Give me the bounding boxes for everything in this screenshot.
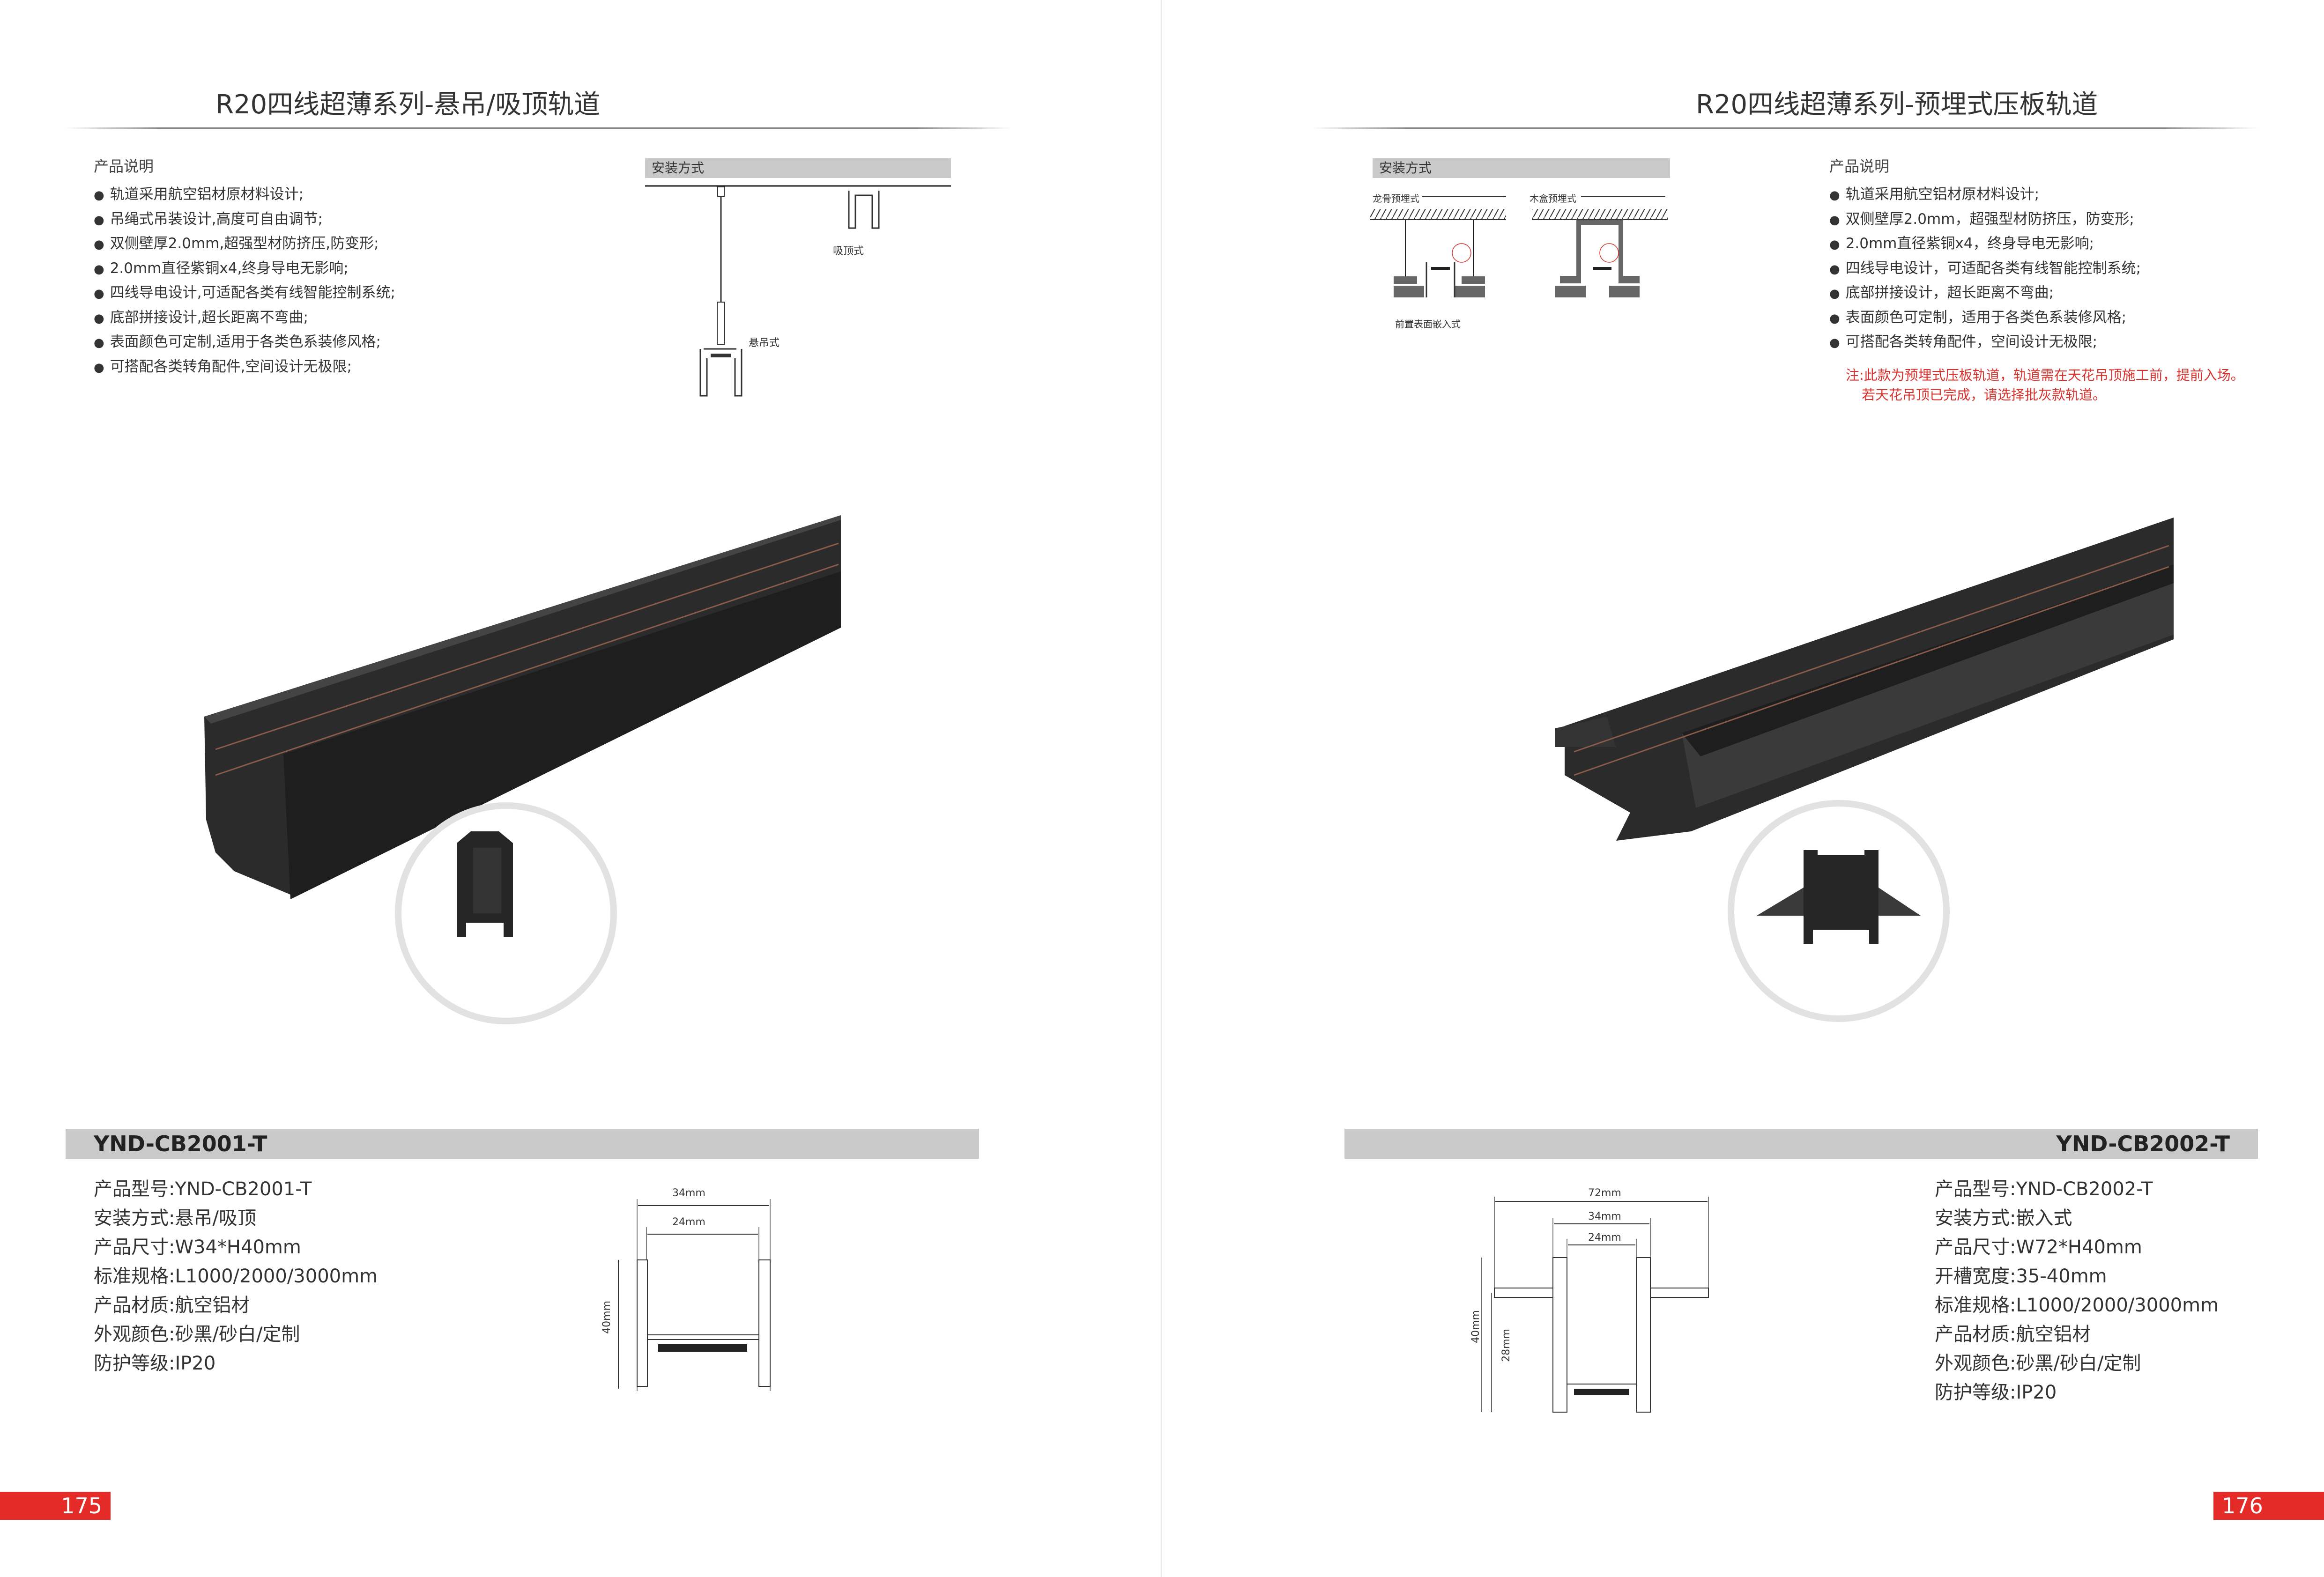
dim-width: 34mm xyxy=(1588,1211,1621,1222)
desc-item: 吊绳式吊装设计,高度可自由调节; xyxy=(94,207,395,232)
desc-item: 2.0mm直径紫铜x4,终身导电无影响; xyxy=(94,257,395,281)
dim-height: 40mm xyxy=(1470,1310,1482,1343)
desc-item: 轨道采用航空铝材原材料设计; xyxy=(94,183,395,207)
install-label-woodbox: 木盒预埋式 xyxy=(1530,193,1576,204)
desc-item: 轨道采用航空铝材原材料设计; xyxy=(1829,183,2141,207)
dim-height: 40mm xyxy=(601,1301,613,1334)
dim-width: 34mm xyxy=(672,1187,705,1199)
desc-item: 四线导电设计,可适配各类有线智能控制系统; xyxy=(94,281,395,306)
dim-inner-width: 24mm xyxy=(672,1216,705,1228)
note-line: 若天花吊顶已完成，请选择批灰款轨道。 xyxy=(1862,387,2107,403)
spec-item: 标准规格:L1000/2000/3000mm xyxy=(1935,1295,2219,1316)
note-line: 注:此款为预埋式压板轨道，轨道需在天花吊顶施工前，提前入场。 xyxy=(1846,367,2244,383)
title-rule-left xyxy=(66,127,1012,129)
desc-heading: 产品说明 xyxy=(1829,157,1890,175)
install-heading-left: 安装方式 xyxy=(645,158,951,178)
page-number-left: 175 xyxy=(0,1492,111,1520)
spec-item: 外观颜色:砂黑/砂白/定制 xyxy=(1935,1353,2141,1374)
spec-item: 防护等级:IP20 xyxy=(1935,1382,2057,1403)
spec-item: 产品型号:YND-CB2002-T xyxy=(1935,1178,2153,1200)
title-rule-right xyxy=(1312,127,2258,129)
dim-embed-height: 28mm xyxy=(1500,1329,1512,1362)
model-bar-left: YND-CB2001-T xyxy=(66,1129,979,1159)
product-description-left: 产品说明 轨道采用航空铝材原材料设计; 吊绳式吊装设计,高度可自由调节; 双侧壁… xyxy=(94,155,395,379)
cross-section-right xyxy=(1481,1197,1709,1413)
install-label-ceiling: 吸顶式 xyxy=(833,245,864,257)
desc-item: 表面颜色可定制,适用于各类色系装修风格; xyxy=(94,330,395,355)
spec-item: 产品型号:YND-CB2001-T xyxy=(94,1178,312,1200)
spec-item: 防护等级:IP20 xyxy=(94,1353,216,1374)
install-diagram-left xyxy=(645,185,951,397)
desc-heading: 产品说明 xyxy=(94,157,154,175)
dim-overall-width: 72mm xyxy=(1588,1187,1621,1199)
dim-inner-width: 24mm xyxy=(1588,1232,1621,1244)
install-label-keel: 龙骨预埋式 xyxy=(1373,193,1419,204)
spec-item: 产品材质:航空铝材 xyxy=(94,1295,250,1316)
desc-item: 底部拼接设计,超长距离不弯曲; xyxy=(94,306,395,331)
spec-item: 外观颜色:砂黑/砂白/定制 xyxy=(94,1324,300,1345)
spec-list-left: 产品型号:YND-CB2001-T 安装方式:悬吊/吸顶 产品尺寸:W34*H4… xyxy=(94,1175,378,1378)
product-description-right: 产品说明 轨道采用航空铝材原材料设计; 双侧壁厚2.0mm，超强型材防挤压，防变… xyxy=(1829,155,2141,355)
page-title-left: R20四线超薄系列-悬吊/吸顶轨道 xyxy=(215,89,601,120)
desc-item: 双侧壁厚2.0mm，超强型材防挤压，防变形; xyxy=(1829,207,2141,232)
desc-item: 双侧壁厚2.0mm,超强型材防挤压,防变形; xyxy=(94,232,395,257)
install-diagram-right xyxy=(1370,196,1668,297)
install-heading-right: 安装方式 xyxy=(1373,158,1670,178)
page-divider xyxy=(1161,0,1162,1577)
spec-list-right: 产品型号:YND-CB2002-T 安装方式:嵌入式 产品尺寸:W72*H40m… xyxy=(1935,1175,2219,1407)
product-image-right xyxy=(1555,518,2174,1022)
spec-item: 标准规格:L1000/2000/3000mm xyxy=(94,1266,378,1287)
spec-item: 产品尺寸:W34*H40mm xyxy=(94,1236,301,1258)
install-label-suspended: 悬吊式 xyxy=(749,337,780,349)
desc-item: 可搭配各类转角配件,空间设计无极限; xyxy=(94,355,395,380)
page-title-right: R20四线超薄系列-预埋式压板轨道 xyxy=(1696,89,2098,120)
installation-note: 注:此款为预埋式压板轨道，轨道需在天花吊顶施工前，提前入场。 若天花吊顶已完成，… xyxy=(1846,365,2244,405)
desc-item: 底部拼接设计，超长距离不弯曲; xyxy=(1829,281,2141,306)
desc-item: 可搭配各类转角配件，空间设计无极限; xyxy=(1829,330,2141,355)
spec-item: 安装方式:悬吊/吸顶 xyxy=(94,1207,256,1229)
spec-item: 开槽宽度:35-40mm xyxy=(1935,1266,2107,1287)
spec-item: 产品尺寸:W72*H40mm xyxy=(1935,1236,2142,1258)
install-label-front: 前置表面嵌入式 xyxy=(1395,318,1461,330)
desc-item: 四线导电设计，可适配各类有线智能控制系统; xyxy=(1829,257,2141,281)
desc-item: 2.0mm直径紫铜x4，终身导电无影响; xyxy=(1829,232,2141,257)
page-number-right: 176 xyxy=(2213,1492,2324,1520)
model-bar-right: YND-CB2002-T xyxy=(1344,1129,2258,1159)
spec-item: 产品材质:航空铝材 xyxy=(1935,1324,2091,1345)
desc-item: 表面颜色可定制，适用于各类色系装修风格; xyxy=(1829,306,2141,331)
product-image-left xyxy=(204,515,841,1024)
spec-item: 安装方式:嵌入式 xyxy=(1935,1207,2072,1229)
cross-section-left xyxy=(618,1199,771,1391)
